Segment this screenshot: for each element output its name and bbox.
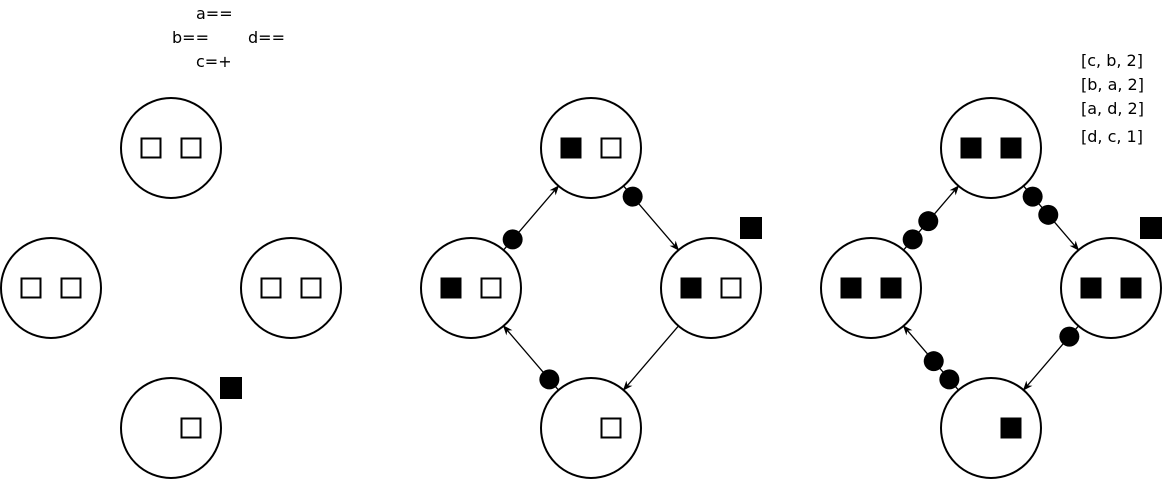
- note-b-a: [b, a, 2]: [1081, 75, 1144, 94]
- empty-square: [180, 137, 202, 159]
- note-c: c=+: [196, 52, 232, 71]
- node-d: [240, 237, 342, 339]
- filled-square: [1080, 277, 1102, 299]
- node-b: [420, 237, 522, 339]
- panel-1: [0, 97, 342, 479]
- empty-square: [180, 417, 202, 439]
- empty-square: [600, 417, 622, 439]
- node-circle: [940, 377, 1042, 479]
- node-c: [540, 377, 642, 479]
- node-b: [0, 237, 102, 339]
- node-circle: [660, 237, 762, 339]
- filled-square: [1000, 137, 1022, 159]
- filled-square: [1120, 277, 1142, 299]
- node-circle: [420, 237, 522, 339]
- filled-square: [880, 277, 902, 299]
- empty-square: [20, 277, 42, 299]
- panel-3: [820, 97, 1162, 479]
- empty-square: [300, 277, 322, 299]
- message-dot: [622, 186, 643, 207]
- message-dot: [923, 351, 944, 372]
- node-a: [120, 97, 222, 199]
- note-a: a==: [196, 4, 233, 23]
- note-a-d: [a, d, 2]: [1081, 99, 1144, 118]
- panel3-notes: [c, b, 2] [b, a, 2] [a, d, 2] [d, c, 1]: [1081, 51, 1144, 146]
- empty-square: [720, 277, 742, 299]
- message-dot: [1022, 186, 1043, 207]
- panel1-notes: a== b== d== c=+: [172, 4, 285, 71]
- node-circle: [940, 97, 1042, 199]
- empty-square: [60, 277, 82, 299]
- node-d: [1060, 237, 1162, 339]
- filled-square: [1000, 417, 1022, 439]
- node-c: [940, 377, 1042, 479]
- message-dot: [902, 229, 923, 250]
- empty-square: [140, 137, 162, 159]
- token-square: [740, 217, 762, 239]
- node-circle: [540, 377, 642, 479]
- node-b: [820, 237, 922, 339]
- node-circle: [240, 237, 342, 339]
- message-dot: [539, 369, 560, 390]
- node-circle: [540, 97, 642, 199]
- note-c-b: [c, b, 2]: [1081, 51, 1143, 70]
- note-d: d==: [248, 28, 285, 47]
- panel-2: [420, 97, 762, 479]
- message-dot: [1038, 204, 1059, 225]
- node-a: [940, 97, 1042, 199]
- edge-d-to-c: [622, 325, 679, 391]
- note-d-c: [d, c, 1]: [1081, 127, 1143, 146]
- empty-square: [260, 277, 282, 299]
- empty-square: [480, 277, 502, 299]
- node-c: [120, 377, 222, 479]
- node-circle: [120, 97, 222, 199]
- token-square: [1140, 217, 1162, 239]
- node-d: [660, 237, 762, 339]
- node-circle: [820, 237, 922, 339]
- message-dot: [918, 211, 939, 232]
- node-circle: [0, 237, 102, 339]
- filled-square: [840, 277, 862, 299]
- filled-square: [680, 277, 702, 299]
- note-b: b==: [172, 28, 209, 47]
- filled-square: [440, 277, 462, 299]
- message-dot: [939, 369, 960, 390]
- node-a: [540, 97, 642, 199]
- node-circle: [120, 377, 222, 479]
- message-dot: [1059, 326, 1080, 347]
- empty-square: [600, 137, 622, 159]
- token-square: [220, 377, 242, 399]
- filled-square: [960, 137, 982, 159]
- message-dot: [502, 229, 523, 250]
- node-circle: [1060, 237, 1162, 339]
- filled-square: [560, 137, 582, 159]
